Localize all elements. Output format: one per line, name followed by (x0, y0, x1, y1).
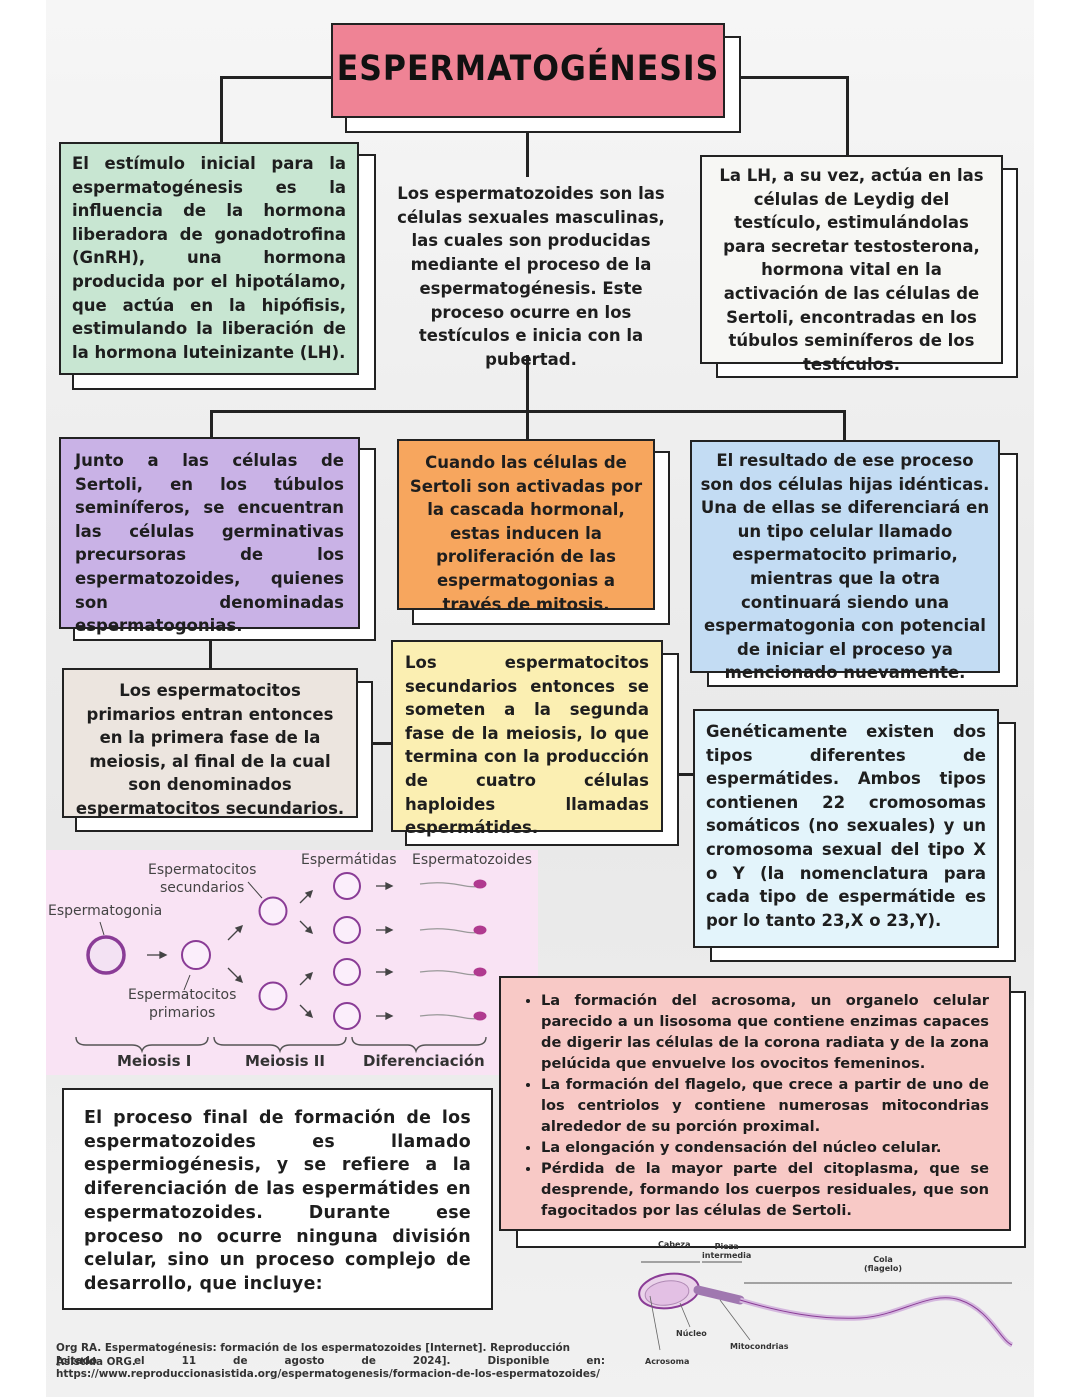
connector-sertoli-primary-v (209, 628, 212, 670)
label-cabeza: Cabeza (658, 1240, 691, 1249)
connector-branch-h (212, 410, 844, 413)
connector-branch-left-v (210, 410, 213, 440)
secondary-box: Los espermatocitos secundarios entonces … (391, 640, 663, 837)
intro-text: Los espermatozoides son las células sexu… (397, 184, 665, 369)
label-cola: Cola (flagelo) (864, 1255, 903, 1273)
label-espermatocitos-secundarios: Espermatocitos secundarios (148, 862, 257, 896)
primary-box: Los espermatocitos primarios entran ento… (62, 668, 358, 818)
label-mitocondrias: Mitocondrias (730, 1342, 789, 1351)
connector-title-right-h (722, 76, 847, 79)
connector-primary-secondary-h (357, 742, 393, 745)
label-espermatocitos-primarios: Espermatocitos primarios (128, 987, 237, 1021)
label-pieza-intermedia: Pieza intermedia (702, 1242, 752, 1260)
connector-intro-down-v (526, 355, 529, 443)
genetic-box: Genéticamente existen dos tipos diferent… (693, 709, 999, 948)
cell-diagram-background (46, 850, 538, 1075)
label-espermatozoides: Espermatozoides (412, 852, 533, 868)
label-acrosoma: Acrosoma (645, 1357, 690, 1366)
spermiogenesis-box: El proceso final de formación de los esp… (62, 1088, 493, 1310)
label-meiosis-2: Meiosis II (245, 1052, 325, 1070)
label-espermatogonia: Espermatogonia (48, 903, 163, 919)
label-espermatidas: Espermátidas (301, 852, 397, 868)
label-nucleo: Núcleo (676, 1329, 707, 1338)
reference-line-2: [citado el 11 de agosto de 2024]. Dispon… (56, 1355, 605, 1367)
reference-line-1: Org RA. Espermatogénesis: formación de l… (56, 1342, 571, 1368)
reference-line-3: https://www.reproduccionasistida.org/esp… (56, 1368, 600, 1380)
connector-secondary-genetic-h (662, 773, 696, 776)
connector-title-left-v (220, 76, 223, 156)
bullet-item: La formación del acrosoma, un organelo c… (541, 990, 989, 1074)
result-box: El resultado de ese proceso son dos célu… (690, 440, 1000, 682)
connector-title-left-h (222, 76, 334, 79)
connector-branch-right-v (843, 410, 846, 442)
sertoli-box: Junto a las células de Sertoli, en los t… (59, 437, 360, 635)
bullet-item: La formación del flagelo, que crece a pa… (541, 1074, 989, 1137)
bullet-item: Pérdida de la mayor parte del citoplasma… (541, 1158, 989, 1221)
bullets-box: La formación del acrosoma, un organelo c… (499, 976, 1011, 1231)
lh-box: La LH, a su vez, actúa en las células de… (700, 155, 1003, 374)
page-title: ESPERMATOGÉNESIS (331, 23, 725, 118)
gnrh-box: El estímulo inicial para la espermatogén… (59, 142, 359, 375)
bullet-list: La formación del acrosoma, un organelo c… (519, 990, 989, 1221)
bullet-item: La elongación y condensación del núcleo … (541, 1137, 989, 1158)
label-diferenciacion: Diferenciación (363, 1052, 485, 1070)
connector-title-center-v (526, 132, 529, 177)
mitosis-box: Cuando las células de Sertoli son activa… (397, 439, 655, 614)
label-meiosis-1: Meiosis I (117, 1052, 192, 1070)
connector-title-right-v (846, 76, 849, 156)
